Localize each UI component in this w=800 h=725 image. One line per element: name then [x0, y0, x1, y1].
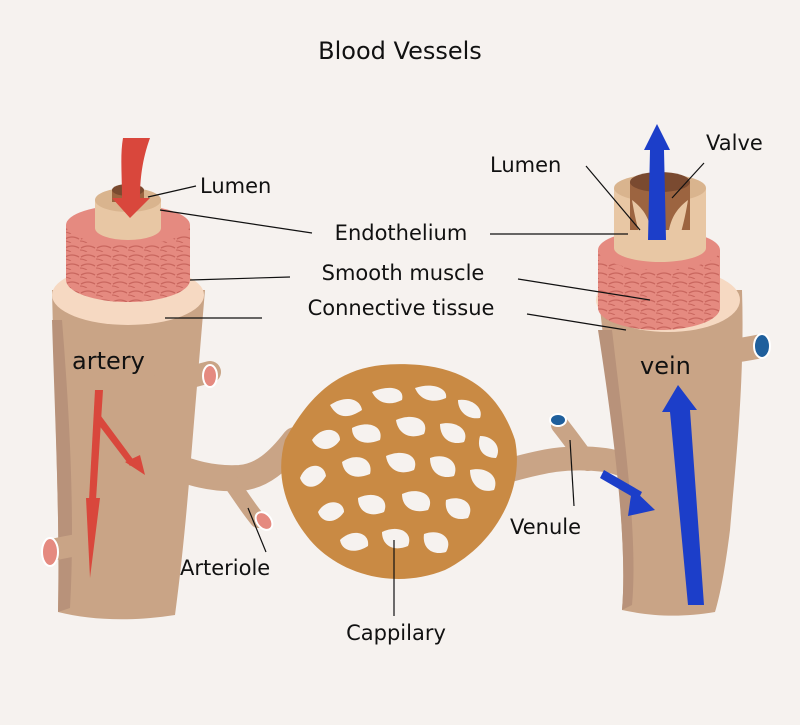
- label-arteriole: Arteriole: [180, 556, 270, 580]
- vein: [596, 124, 771, 616]
- label-connective-tissue: Connective tissue: [308, 296, 495, 320]
- label-valve: Valve: [706, 131, 763, 155]
- label-lumen-vein: Lumen: [490, 153, 561, 177]
- vein-smooth-muscle: [598, 286, 720, 330]
- label-vein: vein: [640, 352, 691, 380]
- capillary-bed: [127, 364, 652, 579]
- label-capillary: Cappilary: [346, 621, 446, 645]
- artery-inflow-arrow: [112, 138, 150, 218]
- arteriole-opening: [254, 511, 274, 531]
- vein-flow-arrow: [662, 385, 704, 605]
- label-lumen-artery: Lumen: [200, 174, 271, 198]
- label-smooth-muscle: Smooth muscle: [322, 261, 485, 285]
- vein-body: [598, 290, 743, 616]
- venule-opening: [549, 413, 567, 427]
- vein-valve: [632, 200, 652, 236]
- leader-lines: [147, 162, 705, 616]
- artery: [41, 138, 221, 620]
- diagram-title: Blood Vessels: [318, 37, 482, 65]
- artery-smooth-muscle: [66, 258, 190, 302]
- label-artery: artery: [72, 347, 145, 375]
- label-endothelium: Endothelium: [335, 221, 468, 245]
- label-venule: Venule: [510, 515, 581, 539]
- vein-outflow-arrow: [644, 124, 670, 240]
